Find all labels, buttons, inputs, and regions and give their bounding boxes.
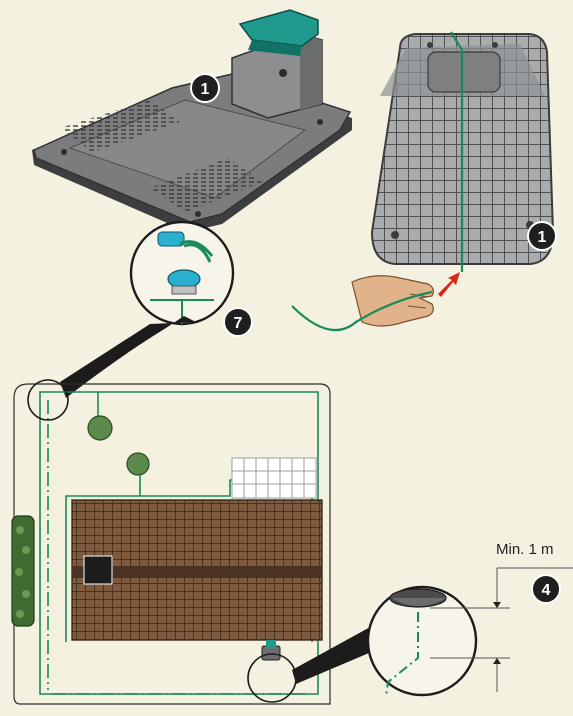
charging-station <box>32 10 352 232</box>
tile-patio-icon <box>232 458 316 498</box>
tree-icon <box>88 416 112 440</box>
house-roof-icon <box>72 500 322 640</box>
step-badge: 1 <box>528 222 556 250</box>
badge-label: 1 <box>201 81 210 98</box>
wire-connector-detail <box>131 222 233 324</box>
shrub-hedge-icon <box>12 516 34 626</box>
guide-arrow-icon <box>438 272 460 297</box>
tree-icon <box>127 453 149 475</box>
distance-label: Min. 1 m <box>496 541 554 558</box>
hand-icon <box>352 276 433 326</box>
robotic-mower-underside <box>372 32 553 272</box>
charging-station-icon <box>262 640 280 660</box>
step-badge: 4 <box>532 575 560 603</box>
step-badge: 7 <box>224 308 252 336</box>
badge-label: 7 <box>234 315 243 332</box>
badge-label: 1 <box>538 229 547 246</box>
garden-plan <box>12 380 330 704</box>
step-badge: 1 <box>191 74 219 102</box>
badge-label: 4 <box>542 582 551 599</box>
callout-connector <box>60 316 196 398</box>
